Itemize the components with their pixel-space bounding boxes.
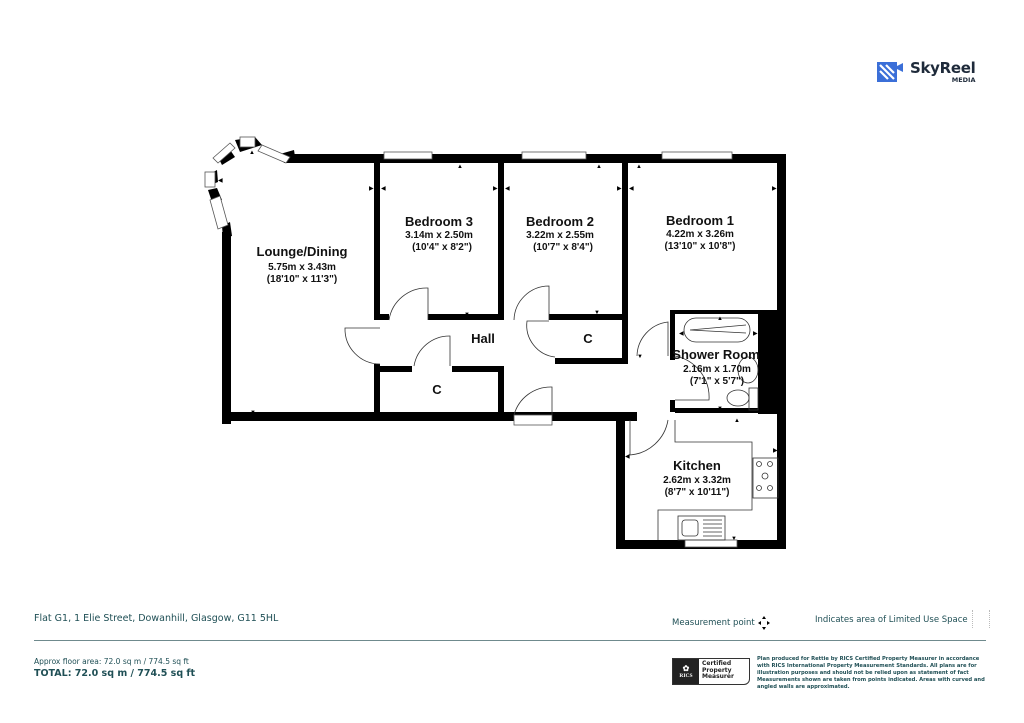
room-imperial: (18'10" x 11'3") [267,274,337,285]
room-name: Lounge/Dining [257,244,348,259]
svg-text:▶: ▶ [617,186,622,192]
rics-logo-icon: ✿ RICS [673,659,699,684]
doors [344,285,710,456]
svg-text:▼: ▼ [594,310,600,316]
sink-and-toilet [726,356,759,411]
room-metric: 2.62m x 3.32m [663,475,731,486]
room-cupboard-1: C [432,382,442,397]
svg-text:◀: ◀ [629,186,634,192]
room-name: Kitchen [673,458,721,473]
svg-text:▶: ▶ [753,331,758,337]
svg-text:▶: ▶ [772,186,777,192]
room-name: C [432,382,442,397]
svg-text:▲: ▲ [734,418,740,424]
room-imperial: (10'7" x 8'4") [533,242,593,253]
brand-sub: MEDIA [951,75,976,84]
room-metric: 3.14m x 2.50m [405,230,473,241]
room-lounge-dining: Lounge/Dining 5.75m x 3.43m (18'10" x 11… [257,244,348,285]
svg-text:▼: ▼ [637,354,643,360]
room-name: Bedroom 2 [526,214,594,229]
room-metric: 3.22m x 2.55m [526,230,594,241]
room-metric: 2.16m x 1.70m [683,364,751,375]
legend-measurement-point: Measurement point [672,615,771,631]
room-cupboard-2: C [583,331,593,346]
svg-text:▲: ▲ [596,164,602,170]
room-kitchen: Kitchen 2.62m x 3.32m (8'7" x 10'11") [663,458,731,498]
svg-text:▼: ▼ [464,312,470,318]
svg-text:▲: ▲ [636,164,642,170]
bay-window [204,136,296,238]
measurement-points: ▲ ◀ ▼ ▶ ◀ ▲ ▼ ▶ ◀ ▲ ▼ ▶ ◀ ▲ ▶ ▼ ▲ ◀ ▶ ▼ ▲ ◀ ▶ ▼ [218,150,778,542]
svg-text:▼: ▼ [250,410,256,416]
disclaimer-text: Plan produced for Rettie by RICS Certifi… [757,656,985,691]
measurement-point-icon [757,616,770,630]
brand-logo: SkyReel MEDIA [876,60,976,84]
approx-floor-area: Approx floor area: 72.0 sq m / 774.5 sq … [34,657,189,666]
room-bedroom-1: Bedroom 1 4.22m x 3.26m (13'10" x 10'8") [665,213,736,252]
rics-badge: ✿ RICS Certified Property Measurer [672,658,750,685]
svg-text:◀: ◀ [505,186,510,192]
svg-text:▼: ▼ [731,536,737,542]
svg-text:◀: ◀ [679,331,684,337]
legend-limited-use: Indicates area of Limited Use Space [815,615,968,625]
svg-text:▲: ▲ [249,150,255,156]
room-bedroom-3: Bedroom 3 3.14m x 2.50m (10'4" x 8'2") [405,214,473,253]
svg-text:◀: ◀ [625,454,630,460]
room-metric: 4.22m x 3.26m [666,229,734,240]
room-hall: Hall [471,331,495,346]
room-imperial: (7'1" x 5'7") [690,376,744,387]
total-floor-area: TOTAL: 72.0 sq m / 774.5 sq ft [34,668,196,679]
brand-name: SkyReel [910,58,976,77]
footer-divider [34,640,986,641]
windows [383,151,738,548]
room-name: Bedroom 3 [405,214,473,229]
property-address: Flat G1, 1 Elie Street, Dowanhill, Glasg… [34,613,279,624]
room-imperial: (8'7" x 10'11") [665,487,730,498]
room-name: Bedroom 1 [666,213,734,228]
svg-text:▲: ▲ [457,164,463,170]
svg-text:▲: ▲ [717,316,723,322]
room-metric: 5.75m x 3.43m [268,262,336,273]
svg-text:◀: ◀ [381,186,386,192]
svg-text:▶: ▶ [493,186,498,192]
room-imperial: (13'10" x 10'8") [665,241,736,252]
svg-text:▶: ▶ [773,448,778,454]
limited-use-swatch [972,610,990,628]
room-imperial: (10'4" x 8'2") [412,242,472,253]
skyreel-logo-icon [877,62,903,82]
room-name: Hall [471,331,495,346]
legend-label: Measurement point [672,618,755,628]
svg-text:▼: ▼ [717,406,723,412]
bathtub [683,317,751,343]
room-bedroom-2: Bedroom 2 3.22m x 2.55m (10'7" x 8'4") [526,214,594,253]
svg-text:▶: ▶ [369,186,374,192]
room-shower: Shower Room 2.16m x 1.70m (7'1" x 5'7") [672,347,759,387]
kitchen-units [657,420,779,541]
room-name: C [583,331,593,346]
svg-text:◀: ◀ [218,178,223,184]
room-name: Shower Room [672,347,759,362]
floor-plan: ▲ ◀ ▼ ▶ ◀ ▲ ▼ ▶ ◀ ▲ ▼ ▶ ◀ ▲ ▶ ▼ ▲ ◀ ▶ ▼ ▲ ◀ ▶ ▼ Loun… [204,136,786,549]
